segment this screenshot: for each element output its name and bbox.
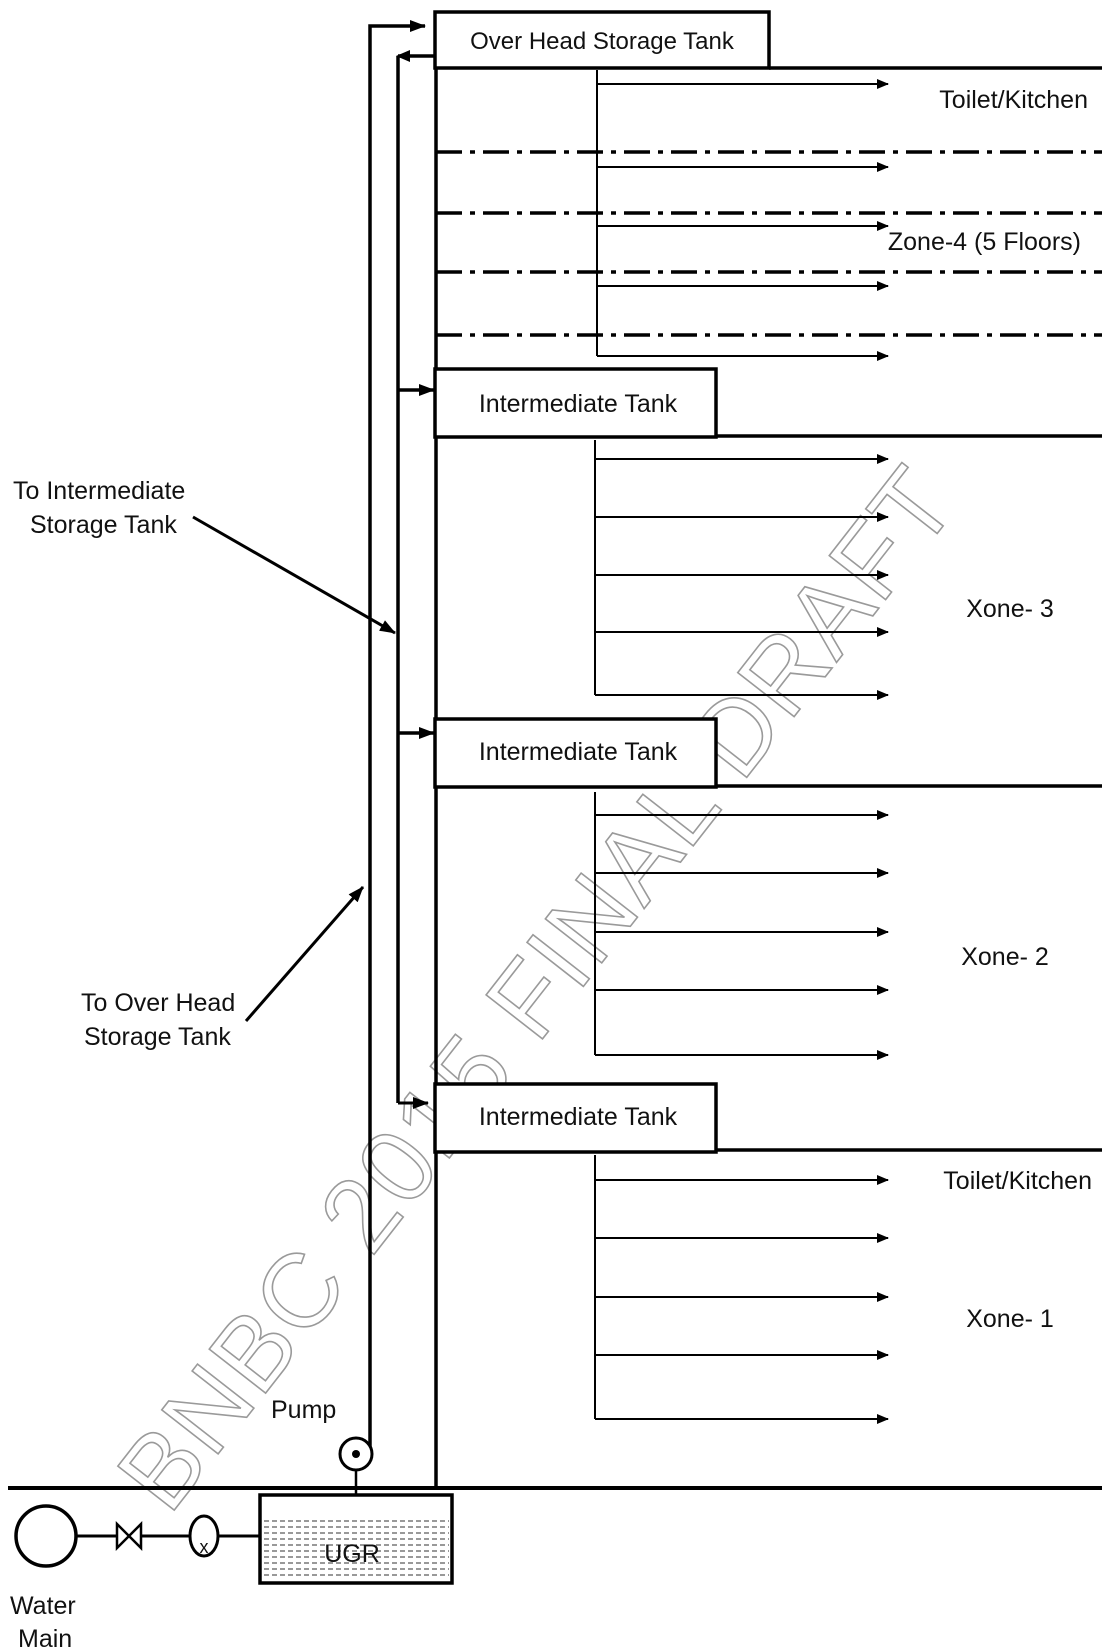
ugr-tank: UGR — [258, 1493, 454, 1585]
to-overhead-label-line1: To Over Head — [81, 989, 235, 1017]
toilet-kitchen-bottom-label: Toilet/Kitchen — [943, 1167, 1092, 1195]
toilet-kitchen-top-label: Toilet/Kitchen — [939, 86, 1088, 114]
zone3-label: Xone- 3 — [966, 595, 1054, 623]
intermediate-tank-upper: Intermediate Tank — [433, 367, 718, 439]
zone3-distribution — [594, 440, 889, 700]
pump: Pump — [271, 1396, 374, 1495]
intermediate-tank-middle: Intermediate Tank — [433, 717, 718, 789]
rising-main-intermediate — [396, 50, 436, 1109]
zone4-floor-separators — [436, 150, 1102, 337]
zone-labels: Toilet/Kitchen Zone-4 (5 Floors) Xone- 3… — [888, 86, 1092, 1333]
water-main: x Water Main — [10, 1504, 260, 1649]
zone1-label: Xone- 1 — [966, 1305, 1054, 1333]
ugr-label: UGR — [324, 1540, 380, 1568]
zone2-distribution — [594, 792, 889, 1060]
pump-label: Pump — [271, 1396, 336, 1424]
zone1-distribution — [594, 1155, 889, 1424]
callout-to-overhead: To Over Head Storage Tank — [81, 886, 365, 1051]
overhead-storage-tank: Over Head Storage Tank — [433, 10, 771, 70]
zone4-label: Zone-4 (5 Floors) — [888, 228, 1081, 256]
water-main-label-line2: Main — [18, 1625, 72, 1649]
callout-to-intermediate: To Intermediate Storage Tank — [13, 477, 396, 635]
to-intermediate-label-line2: Storage Tank — [30, 511, 177, 539]
intermediate-tank-middle-label: Intermediate Tank — [479, 738, 678, 766]
to-intermediate-label-line1: To Intermediate — [13, 477, 185, 505]
water-main-label-line1: Water — [10, 1592, 76, 1620]
water-main-symbol — [14, 1504, 78, 1568]
gate-valve-icon — [115, 1520, 143, 1552]
to-overhead-label-line2: Storage Tank — [84, 1023, 231, 1051]
meter-mark: x — [200, 1537, 209, 1557]
intermediate-tank-lower-label: Intermediate Tank — [479, 1103, 678, 1131]
overhead-tank-label: Over Head Storage Tank — [470, 28, 735, 55]
zone2-label: Xone- 2 — [961, 943, 1049, 971]
intermediate-tank-upper-label: Intermediate Tank — [479, 390, 678, 418]
rising-main-overhead — [368, 20, 426, 1453]
zone4-distribution — [596, 70, 889, 361]
intermediate-tank-lower: Intermediate Tank — [433, 1082, 718, 1154]
water-meter-icon: x — [188, 1514, 220, 1558]
